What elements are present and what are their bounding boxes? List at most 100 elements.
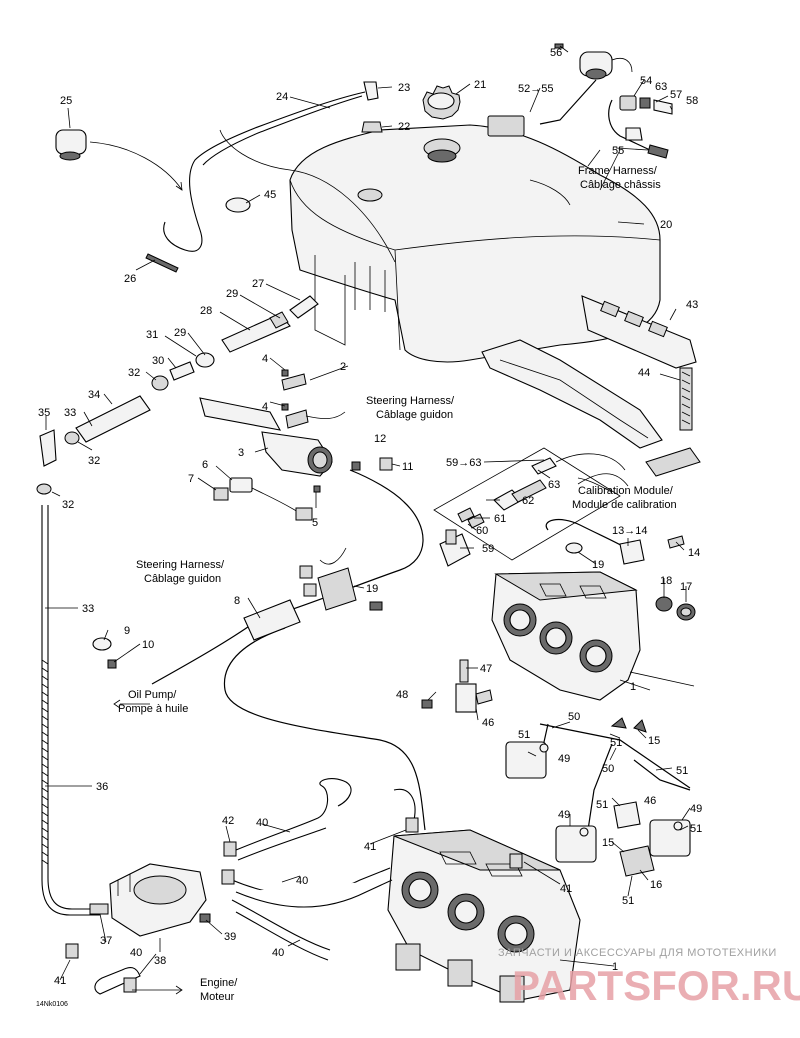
heat-shield — [645, 447, 701, 477]
engine-label-fr: Moteur — [200, 991, 235, 1003]
fuel-cap — [422, 85, 461, 120]
callout-40-d: 40 — [130, 947, 142, 959]
callout-57: 57 — [670, 89, 682, 101]
callout-49-b: 49 — [558, 809, 570, 821]
check-valve — [55, 129, 87, 161]
cable-bracket — [317, 547, 357, 611]
clamp — [225, 197, 251, 213]
callout-45: 45 — [264, 189, 276, 201]
callout-58: 58 — [686, 95, 698, 107]
steering-harness-left-label: Steering Harness/ — [136, 559, 225, 571]
oil-pump-cable — [151, 619, 259, 685]
callout-17: 17 — [680, 581, 692, 593]
calibration-module-label-fr: Module de calibration — [572, 499, 677, 511]
screw — [281, 369, 289, 377]
steering-harness-top-label: Steering Harness/ — [366, 395, 455, 407]
cable-junction-box — [243, 599, 301, 641]
vent-hose — [163, 91, 366, 252]
leader-lines — [45, 45, 695, 995]
steering-harness-left-label-fr: Câblage guidon — [144, 573, 221, 585]
callout-46-b: 46 — [644, 795, 656, 807]
callout-29-bottom: 29 — [174, 327, 186, 339]
callout-4-top: 4 — [262, 353, 268, 365]
callout-54: 54 — [640, 75, 652, 87]
cable-adjuster — [379, 457, 393, 471]
gasket-plate — [581, 295, 697, 369]
nut — [303, 583, 317, 597]
calibration-sensor — [439, 529, 471, 567]
screw — [199, 913, 211, 923]
callout-32-top: 32 — [128, 367, 140, 379]
callout-35: 35 — [38, 407, 50, 419]
callout-23: 23 — [398, 82, 410, 94]
callout-15-bottom: 15 — [602, 837, 614, 849]
fuel-tank — [289, 124, 661, 363]
callout-51-c: 51 — [676, 765, 688, 777]
callout-6: 6 — [202, 459, 208, 471]
callout-13-14: 13→14 — [612, 525, 647, 537]
calibration-arrow — [577, 477, 613, 493]
callout-2: 2 — [340, 361, 346, 373]
callout-44: 44 — [638, 367, 650, 379]
hose-clamp — [123, 977, 137, 993]
callout-19-bottom: 19 — [366, 583, 378, 595]
callout-51-b: 51 — [610, 737, 622, 749]
callout-52-55: 52→55 — [518, 83, 553, 95]
o-ring — [655, 596, 673, 612]
fuel-hoses — [94, 778, 416, 995]
callout-numbers: 1 1 2 3 4 4 5 6 7 8 9 10 11 12 13→14 14 … — [38, 47, 702, 987]
carburetor-bank-upper — [491, 571, 641, 701]
callout-62: 62 — [522, 495, 534, 507]
callout-36: 36 — [96, 781, 108, 793]
callout-40-b: 40 — [296, 875, 308, 887]
carb-cable — [223, 627, 426, 831]
callout-30: 30 — [152, 355, 164, 367]
callout-34: 34 — [88, 389, 100, 401]
callout-41-c: 41 — [54, 975, 66, 987]
callout-59-63: 59→63 — [446, 457, 481, 469]
hose-clamp — [223, 841, 237, 857]
callout-50-a: 50 — [568, 711, 580, 723]
callout-26: 26 — [124, 273, 136, 285]
callout-12: 12 — [374, 433, 386, 445]
callout-41-a: 41 — [364, 841, 376, 853]
harness-labels: Frame Harness/ Câblage châssis Steering … — [36, 165, 677, 1008]
callout-47: 47 — [480, 663, 492, 675]
harness-group-box — [433, 447, 621, 561]
callout-9: 9 — [124, 625, 130, 637]
screw — [281, 403, 289, 411]
watermark: ЗАПЧАСТИ И АКСЕССУАРЫ ДЛЯ МОТОТЕХНИКИ PA… — [498, 947, 800, 1009]
callout-20: 20 — [660, 219, 672, 231]
callout-49-a: 49 — [558, 753, 570, 765]
callout-46-a: 46 — [482, 717, 494, 729]
sensor-connector — [213, 477, 313, 521]
callout-21: 21 — [474, 79, 486, 91]
vacuum-lines — [505, 717, 691, 877]
callout-28: 28 — [200, 305, 212, 317]
screw — [421, 699, 433, 709]
hose-clamp — [65, 943, 79, 959]
callout-55: 55 — [612, 145, 624, 157]
callout-39: 39 — [224, 931, 236, 943]
callout-24: 24 — [276, 91, 288, 103]
callout-29-top: 29 — [226, 288, 238, 300]
callout-61: 61 — [494, 513, 506, 525]
callout-51-d: 51 — [690, 823, 702, 835]
callout-49-c: 49 — [690, 803, 702, 815]
callout-63-a: 63 — [548, 479, 560, 491]
callout-59: 59 — [482, 543, 494, 555]
throttle-cable-assembly — [36, 295, 319, 495]
callout-37: 37 — [100, 935, 112, 947]
callout-63-b: 63 — [655, 81, 667, 93]
callout-38: 38 — [154, 955, 166, 967]
callout-32-mid: 32 — [88, 455, 100, 467]
frame-harness-label-fr: Câblage châssis — [580, 179, 661, 191]
solenoid-valve — [455, 659, 493, 713]
washer — [92, 637, 112, 651]
callout-33-bottom: 33 — [82, 603, 94, 615]
callout-10: 10 — [142, 639, 154, 651]
throttle-position-sensor — [199, 373, 346, 477]
vent-fitting — [363, 81, 379, 101]
callout-7: 7 — [188, 473, 194, 485]
